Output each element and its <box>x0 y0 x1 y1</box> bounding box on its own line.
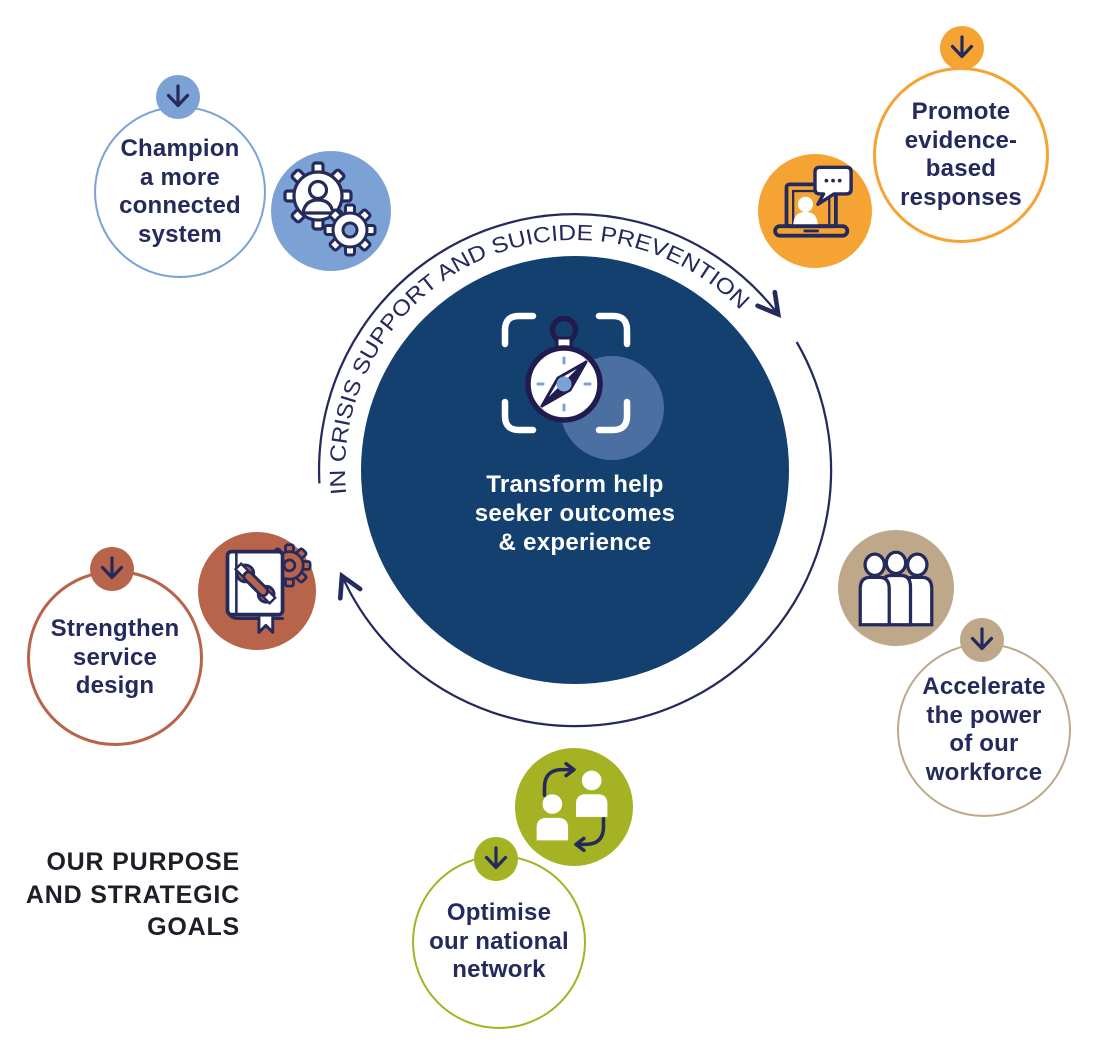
book-wrench-icon <box>198 532 316 650</box>
top-direction-arc <box>317 213 782 484</box>
three-people-icon <box>838 530 954 646</box>
down-arrow-icon <box>960 618 1004 662</box>
laptop-chat-icon <box>758 154 872 268</box>
down-arrow-icon <box>156 75 200 119</box>
central-goal-circle: Transform help seeker outcomes & experie… <box>361 256 789 684</box>
focus-brackets <box>501 312 631 434</box>
down-arrow-icon <box>474 837 518 881</box>
purpose-title: OUR PURPOSE AND STRATEGIC GOALS <box>25 848 240 941</box>
compass-focus-icon <box>501 312 664 460</box>
bottom-direction-arc <box>337 341 833 728</box>
central-goal-label: Transform help seeker outcomes & experie… <box>474 471 676 556</box>
compass-ticks <box>536 356 592 412</box>
gears-person-icon <box>271 151 391 271</box>
down-arrow-icon <box>90 547 134 591</box>
people-exchange-icon <box>515 748 633 866</box>
down-arrow-icon <box>940 26 984 70</box>
